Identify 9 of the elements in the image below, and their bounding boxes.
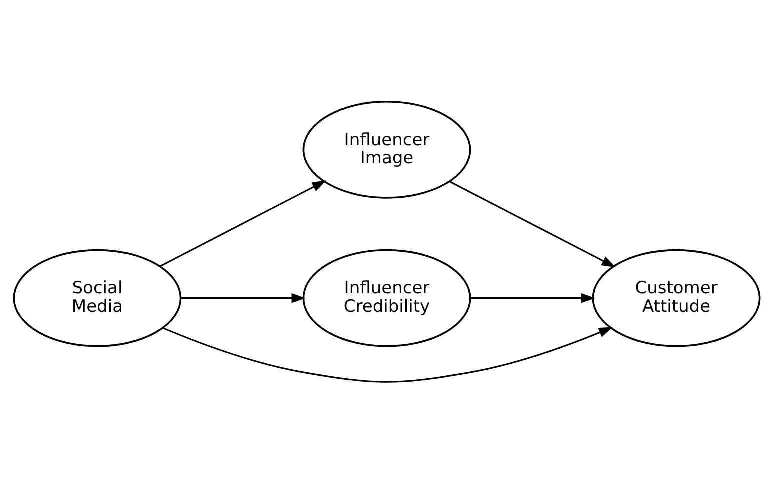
node-ellipse: Influencer Credibility xyxy=(302,248,472,347)
arrow xyxy=(470,292,596,303)
node-ellipse: Social Media xyxy=(13,248,182,347)
node-ellipse: Customer Attitude xyxy=(592,248,761,347)
node-ellipse: Influencer Image xyxy=(302,100,472,198)
arrow xyxy=(160,180,326,267)
arrow xyxy=(180,292,306,303)
arrow xyxy=(449,180,616,268)
arrow xyxy=(162,326,614,382)
